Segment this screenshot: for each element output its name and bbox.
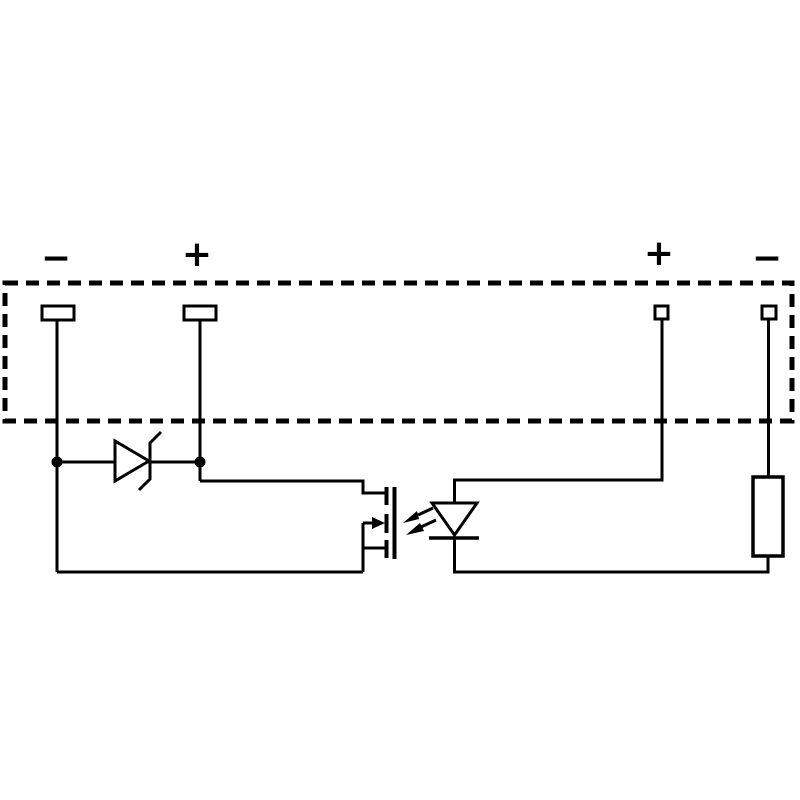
light-arrow-bottom-shaft	[420, 518, 437, 529]
led-anode-triangle	[429, 501, 480, 538]
input-plus-label: +	[644, 233, 674, 274]
light-arrow-top-head	[403, 511, 419, 523]
input-plus-terminal	[653, 304, 670, 321]
output-minus-terminal	[40, 304, 76, 322]
zener-cathode-bar	[137, 430, 163, 492]
output-plus-terminal	[182, 304, 218, 322]
photo-mosfet	[361, 487, 397, 572]
mosfet-body-arrow-icon	[372, 517, 385, 529]
junction-dot-left	[51, 456, 63, 468]
light-arrow-bottom-head	[406, 523, 424, 535]
input-circuit	[429, 318, 785, 574]
light-arrow-top-shaft	[417, 506, 434, 517]
output-minus-label: −	[41, 238, 71, 279]
module-dashed-border	[2, 280, 795, 424]
led	[429, 501, 480, 540]
output-circuit	[51, 320, 397, 574]
input-minus-terminal	[760, 304, 778, 321]
input-minus-label: −	[752, 238, 782, 279]
optical-coupling-arrows-icon	[403, 506, 437, 535]
wire-to-mosfet-drain	[200, 479, 385, 495]
wire-input-plus-to-led	[453, 319, 664, 503]
zener-anode-triangle	[113, 438, 152, 484]
output-plus-label: +	[182, 234, 212, 275]
junction-dot-right	[194, 456, 206, 468]
zener-diode	[113, 430, 163, 492]
wire-led-to-resistor	[453, 538, 770, 574]
resistor	[751, 475, 785, 558]
